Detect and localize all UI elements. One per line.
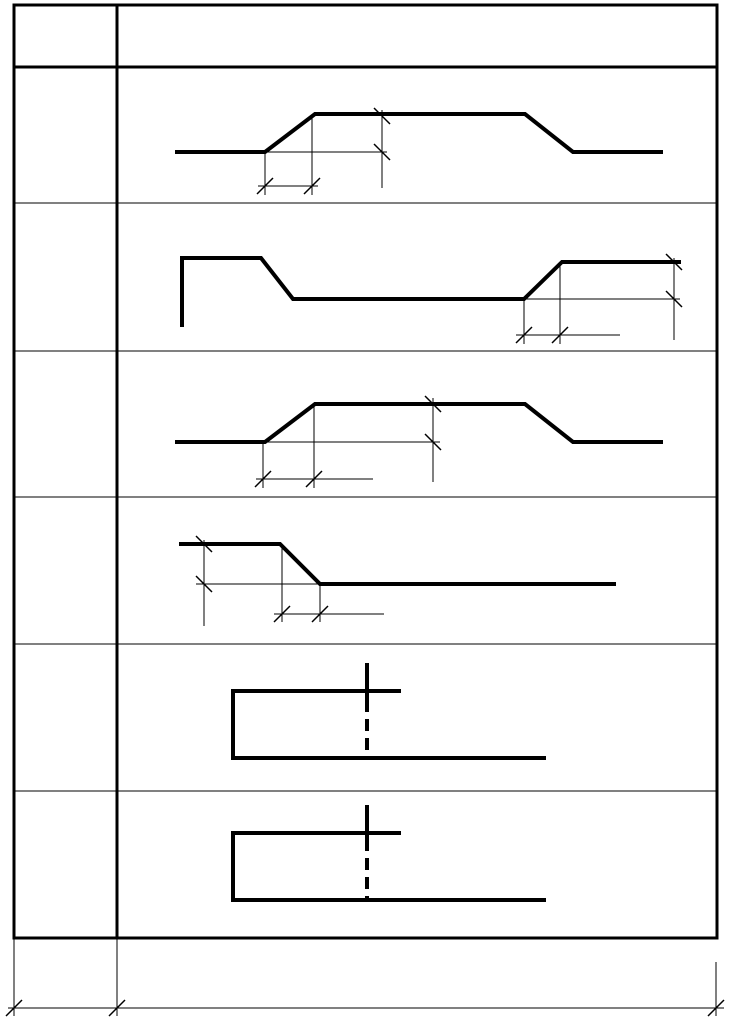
figure-row-6 — [231, 805, 546, 902]
dimension-tick — [373, 107, 391, 125]
lap-profile-line — [231, 831, 546, 902]
dimension-tick — [551, 326, 569, 344]
profile-line — [175, 402, 663, 444]
profile-line — [175, 112, 663, 154]
dimension-tick — [305, 470, 323, 488]
dimension-tick — [303, 177, 321, 195]
figure-row-2 — [180, 253, 683, 344]
dimension-tick — [195, 575, 213, 593]
figure-row-1 — [175, 107, 663, 195]
dimension-tick — [254, 470, 272, 488]
dimension-tick — [256, 177, 274, 195]
dimension-tick — [515, 326, 533, 344]
dimension-tick — [108, 999, 126, 1017]
dimension-tick — [424, 433, 442, 451]
dimension-tick — [5, 999, 23, 1017]
table-frame — [12, 3, 719, 940]
figure-row-4 — [179, 535, 616, 626]
dimension-tick — [311, 605, 329, 623]
bottom-dimension — [5, 938, 725, 1017]
dimension-tick — [373, 143, 391, 161]
dimension-tick — [707, 999, 725, 1017]
figure-row-5 — [231, 663, 546, 760]
profile-line — [180, 256, 681, 327]
lap-profile-line — [231, 689, 546, 760]
dimension-tick — [665, 253, 683, 271]
profile-line — [179, 542, 616, 586]
dimension-tick — [424, 395, 442, 413]
dimension-tick — [665, 290, 683, 308]
table-border — [12, 3, 719, 940]
dimension-tick — [273, 605, 291, 623]
dimension-tick — [195, 535, 213, 553]
figure-row-3 — [175, 395, 663, 488]
